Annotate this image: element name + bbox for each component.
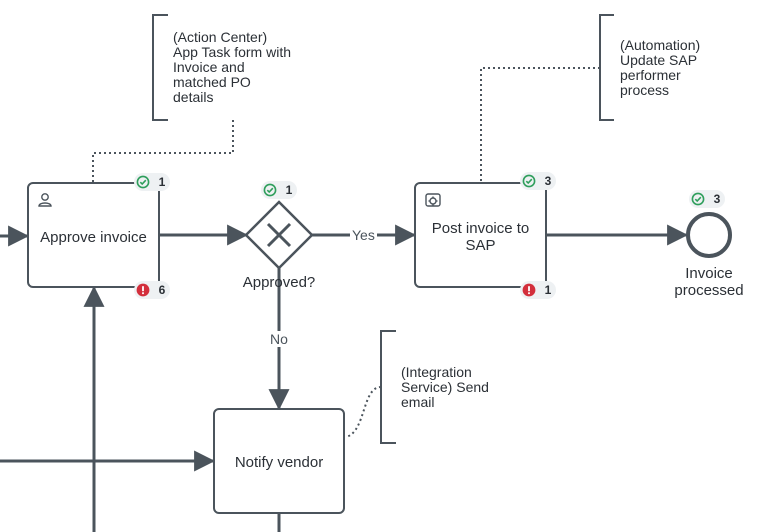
user-icon bbox=[38, 193, 52, 207]
task-post-invoice[interactable]: Post invoice to SAP bbox=[414, 182, 547, 288]
end-event-success-badge[interactable]: 3 bbox=[689, 190, 725, 208]
annotation-line: details bbox=[173, 89, 214, 105]
post-invoice-error-count: 1 bbox=[544, 283, 552, 297]
annotation-line: App Task form with bbox=[173, 44, 292, 60]
flow-no-label: No bbox=[268, 331, 290, 347]
post-invoice-error-badge[interactable]: 1 bbox=[520, 281, 556, 299]
annotation-automation[interactable]: (Automation) Update SAP performer proces… bbox=[620, 38, 760, 98]
post-invoice-success-count: 3 bbox=[544, 174, 552, 188]
check-circle-icon bbox=[263, 183, 277, 197]
check-circle-icon bbox=[136, 175, 150, 189]
flow-yes-label: Yes bbox=[350, 227, 377, 243]
annotation-line: Update SAP bbox=[620, 52, 698, 68]
annotation-action-center[interactable]: (Action Center) App Task form with Invoi… bbox=[173, 30, 333, 105]
end-event-label-line1: Invoice bbox=[685, 265, 733, 282]
exclusive-gateway[interactable] bbox=[244, 200, 314, 270]
annotation-line: Service) Send bbox=[401, 379, 489, 395]
check-circle-icon bbox=[691, 192, 705, 206]
gateway-success-count: 1 bbox=[285, 183, 293, 197]
gateway-success-badge[interactable]: 1 bbox=[261, 181, 297, 199]
annotation-line: (Action Center) bbox=[173, 29, 268, 45]
annotation-line: (Integration bbox=[401, 364, 472, 380]
annotation-integration-bracket bbox=[345, 330, 396, 444]
end-event-success-count: 3 bbox=[713, 192, 721, 206]
annotation-line: performer bbox=[620, 67, 681, 83]
task-notify-vendor[interactable]: Notify vendor bbox=[213, 408, 345, 514]
end-event[interactable] bbox=[686, 212, 732, 258]
task-post-invoice-label-line2: SAP bbox=[465, 237, 496, 254]
approve-invoice-error-count: 6 bbox=[158, 283, 166, 297]
approve-invoice-success-count: 1 bbox=[158, 175, 166, 189]
check-circle-icon bbox=[522, 174, 536, 188]
exclusive-gateway-x-icon bbox=[266, 222, 292, 248]
annotation-line: email bbox=[401, 394, 435, 410]
task-approve-invoice[interactable]: Approve invoice bbox=[27, 182, 160, 288]
error-circle-icon bbox=[522, 283, 536, 297]
gateway-label: Approved? bbox=[242, 274, 316, 291]
approve-invoice-success-badge[interactable]: 1 bbox=[134, 173, 170, 191]
annotation-line: Invoice and bbox=[173, 59, 245, 75]
annotation-integration[interactable]: (Integration Service) Send email bbox=[401, 365, 541, 410]
annotation-line: (Automation) bbox=[620, 37, 701, 53]
task-notify-vendor-label: Notify vendor bbox=[234, 454, 324, 471]
approve-invoice-error-badge[interactable]: 6 bbox=[134, 281, 170, 299]
service-task-icon bbox=[425, 193, 441, 207]
annotation-line: process bbox=[620, 82, 670, 98]
post-invoice-success-badge[interactable]: 3 bbox=[520, 172, 556, 190]
task-approve-invoice-label: Approve invoice bbox=[40, 229, 147, 246]
annotation-line: matched PO bbox=[173, 74, 251, 90]
task-post-invoice-label-line1: Post invoice to bbox=[431, 220, 530, 237]
error-circle-icon bbox=[136, 283, 150, 297]
end-event-label-line2: processed bbox=[674, 282, 744, 299]
annotation-action-center-bracket bbox=[92, 14, 234, 182]
annotation-automation-bracket bbox=[480, 14, 614, 182]
